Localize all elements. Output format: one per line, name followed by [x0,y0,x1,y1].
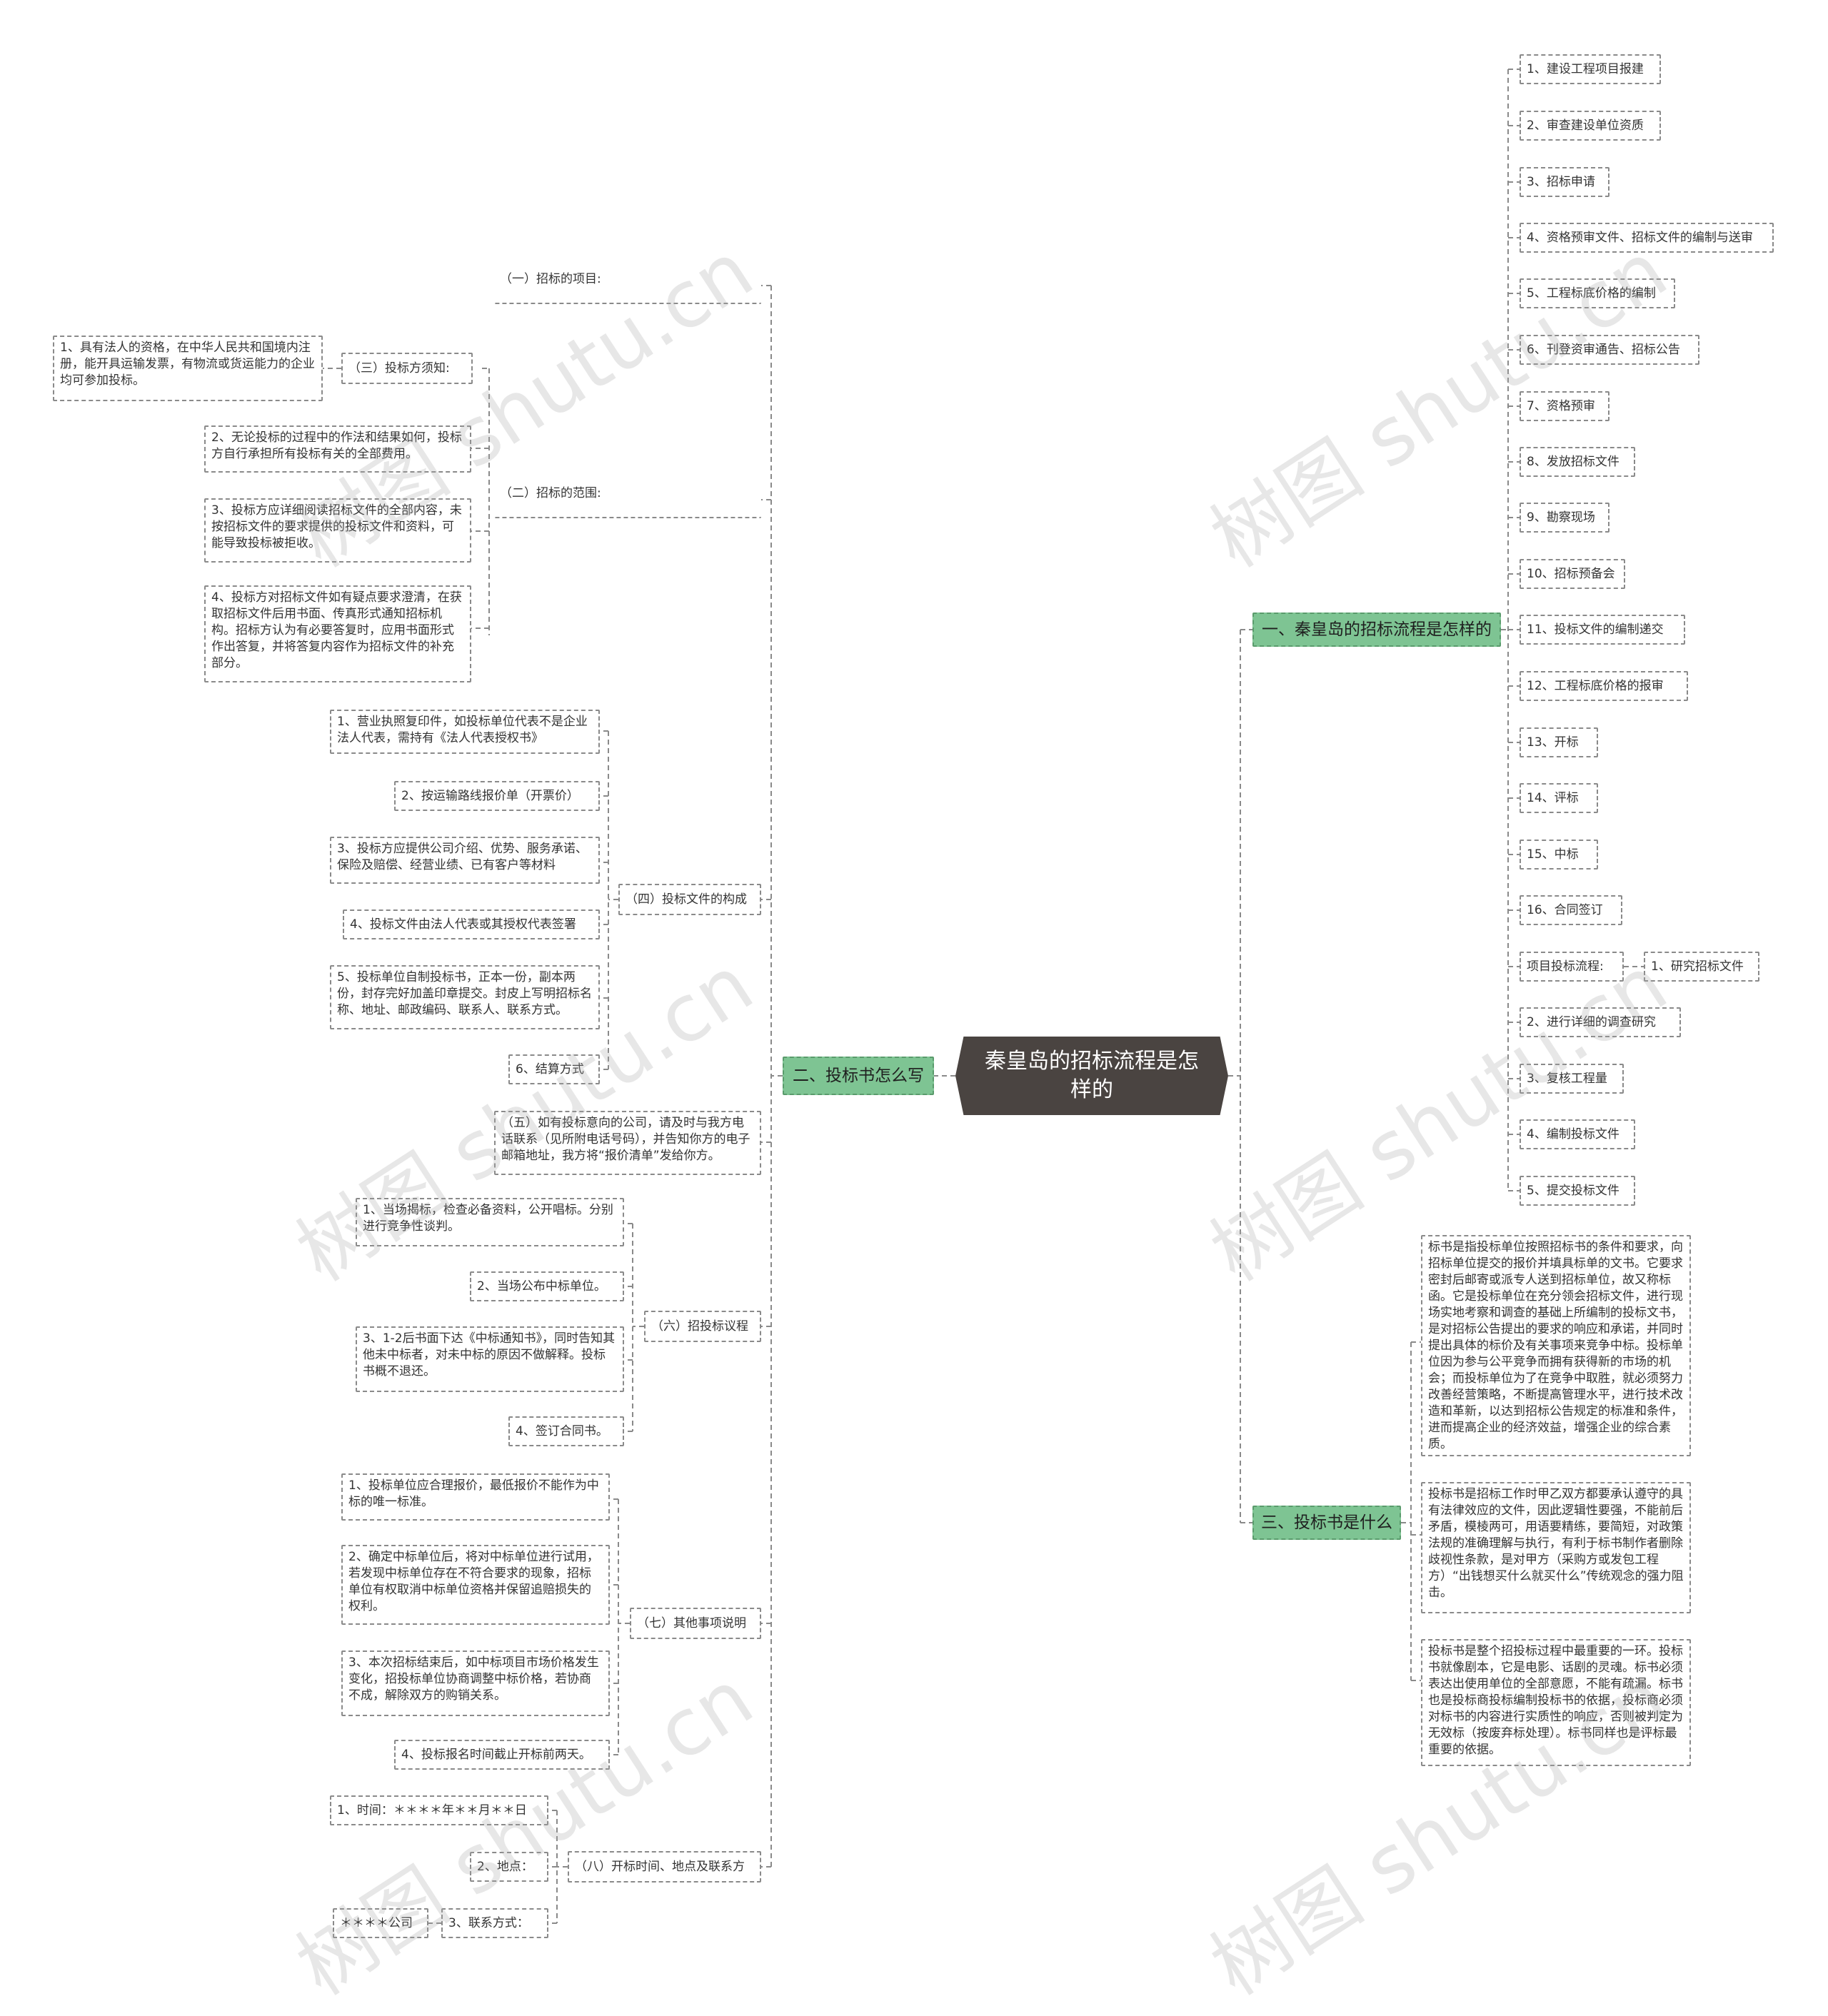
b1-item-process[interactable]: 项目投标流程: [1520,952,1624,982]
b2-s8-item[interactable]: 1、时间：＊＊＊＊年＊＊月＊＊日 [330,1795,548,1825]
b2-s3-item[interactable]: 3、投标方应详细阅读招标文件的全部内容，未按招标文件的要求提供的投标文件和资料，… [204,498,471,563]
b2-s7-item[interactable]: 4、投标报名时间截止开标前两天。 [394,1740,610,1770]
b2-s7-item[interactable]: 1、投标单位应合理报价，最低报价不能作为中标的唯一标准。 [341,1473,610,1521]
root-topic[interactable]: 秦皇岛的招标流程是怎样的 [955,1037,1228,1115]
b2-section-8[interactable]: （八）开标时间、地点及联系方 [568,1851,761,1883]
b2-section-5[interactable]: （五）如有投标意向的公司，请及时与我方电话联系（见所附电话号码），并告知你方的电… [494,1111,761,1175]
b2-section-2-label: （二）招标的范围: [500,486,601,500]
b2-section-1-label: （一）招标的项目: [500,272,601,286]
b2-section-7[interactable]: （七）其他事项说明 [630,1608,761,1639]
b1-item[interactable]: 10、招标预备会 [1520,559,1625,589]
b2-s6-item[interactable]: 1、当场揭标，检查必备资料，公开唱标。分别进行竞争性谈判。 [356,1198,624,1246]
b2-s4-item[interactable]: 2、按运输路线报价单（开票价） [394,781,600,811]
b1-item[interactable]: 16、合同签订 [1520,895,1622,925]
b1-item[interactable]: 3、招标申请 [1520,167,1609,197]
branch-1-label: 一、秦皇岛的招标流程是怎样的 [1262,620,1492,639]
b1-item[interactable]: 9、勘察现场 [1520,503,1609,533]
b1-item[interactable]: 15、中标 [1520,840,1598,870]
b1-item[interactable]: 13、开标 [1520,727,1598,757]
b1-item[interactable]: 2、进行详细的调查研究 [1520,1007,1681,1037]
root-topic-label: 秦皇岛的招标流程是怎样的 [985,1049,1199,1102]
b2-section-1[interactable]: （一）招标的项目: [494,266,761,304]
b1-subitem[interactable]: 1、研究招标文件 [1644,952,1759,982]
branch-2-label: 二、投标书怎么写 [793,1066,924,1085]
b1-item[interactable]: 4、编制投标文件 [1520,1119,1635,1149]
b3-paragraph[interactable]: 标书是指投标单位按照招标书的条件和要求，向招标单位提交的报价并填具标单的文书。它… [1421,1235,1691,1456]
b1-item[interactable]: 5、提交投标文件 [1520,1176,1635,1206]
b2-s4-item[interactable]: 6、结算方式 [508,1054,600,1084]
b2-s7-item[interactable]: 2、确定中标单位后，将对中标单位进行试用，若发现中标单位存在不符合要求的现象，招… [341,1545,610,1625]
b2-section-4[interactable]: （四）投标文件的构成 [618,884,761,915]
b1-item[interactable]: 7、资格预审 [1520,391,1609,421]
b2-section-6[interactable]: （六）招投标议程 [644,1311,761,1342]
b2-s4-item[interactable]: 4、投标文件由法人代表或其授权代表签署 [343,909,600,939]
b2-s4-item[interactable]: 5、投标单位自制投标书，正本一份，副本两份，封存完好加盖印章提交。封皮上写明招标… [330,965,600,1029]
b2-s6-item[interactable]: 3、1-2后书面下达《中标通知书》，同时告知其他未中标者，对未中标的原因不做解释… [356,1326,624,1392]
b1-item[interactable]: 2、审查建设单位资质 [1520,111,1661,141]
b1-item[interactable]: 3、复核工程量 [1520,1064,1624,1094]
b1-item[interactable]: 5、工程标底价格的编制 [1520,278,1675,308]
branch-1[interactable]: 一、秦皇岛的招标流程是怎样的 [1252,613,1501,647]
b2-s4-item[interactable]: 1、营业执照复印件，如投标单位代表不是企业法人代表，需持有《法人代表授权书》 [330,710,600,754]
b1-item[interactable]: 6、刊登资审通告、招标公告 [1520,335,1699,365]
branch-3-label: 三、投标书是什么 [1261,1513,1392,1532]
b2-s6-item[interactable]: 4、签订合同书。 [508,1416,624,1446]
b2-s3-item[interactable]: 2、无论投标的过程中的作法和结果如何，投标方自行承担所有投标有关的全部费用。 [204,425,471,473]
b1-item[interactable]: 1、建设工程项目报建 [1520,54,1661,84]
b2-section-2[interactable]: （二）招标的范围: [494,480,761,518]
b2-s8-subitem[interactable]: ＊＊＊＊公司 [333,1908,428,1938]
b2-s4-item[interactable]: 3、投标方应提供公司介绍、优势、服务承诺、保险及赔偿、经营业绩、已有客户等材料 [330,837,600,884]
b2-s3-item[interactable]: 1、具有法人的资格，在中华人民共和国境内注册，能开具运输发票，有物流或货运能力的… [53,336,323,401]
b3-paragraph[interactable]: 投标书是整个招投标过程中最重要的一环。投标书就像剧本，它是电影、话剧的灵魂。标书… [1421,1639,1691,1766]
b2-section-3[interactable]: （三）投标方须知: [341,353,473,384]
b1-item[interactable]: 4、资格预审文件、招标文件的编制与送审 [1520,223,1774,253]
b2-s7-item[interactable]: 3、本次招标结束后，如中标项目市场价格发生变化，招投标单位协商调整中标价格，若协… [341,1650,610,1716]
b2-s8-item[interactable]: 2、地点： [470,1852,548,1882]
b1-item[interactable]: 8、发放招标文件 [1520,447,1635,477]
b3-paragraph[interactable]: 投标书是招标工作时甲乙双方都要承认遵守的具有法律效应的文件，因此逻辑性要强，不能… [1421,1482,1691,1613]
branch-3[interactable]: 三、投标书是什么 [1252,1506,1401,1540]
b2-s6-item[interactable]: 2、当场公布中标单位。 [470,1271,624,1301]
b1-item[interactable]: 11、投标文件的编制递交 [1520,615,1685,645]
b1-item[interactable]: 14、评标 [1520,783,1598,813]
b2-s3-item[interactable]: 4、投标方对招标文件如有疑点要求澄清，在获取招标文件后用书面、传真形式通知招标机… [204,585,471,682]
branch-2[interactable]: 二、投标书怎么写 [783,1057,934,1095]
b1-item[interactable]: 12、工程标底价格的报审 [1520,671,1688,701]
b2-s8-item[interactable]: 3、联系方式： [441,1908,548,1938]
